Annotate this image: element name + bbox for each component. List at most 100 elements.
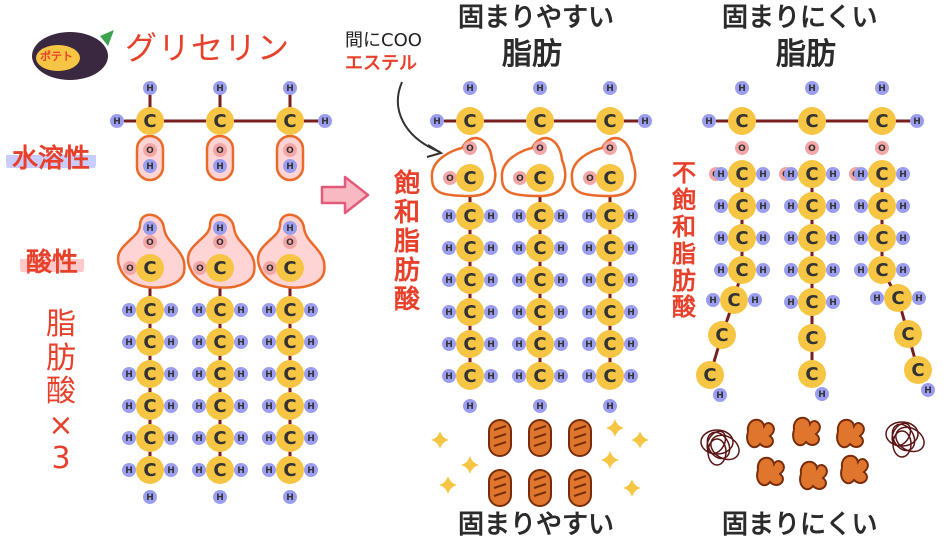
carbon-atom: C bbox=[136, 456, 164, 484]
carbon-atom: C bbox=[276, 296, 304, 324]
hydrogen-atom: H bbox=[854, 231, 868, 245]
carbon-atom: C bbox=[596, 362, 624, 390]
solid-fat-icon bbox=[568, 419, 592, 457]
svg-text:H: H bbox=[125, 370, 133, 380]
carbon-atom: C bbox=[276, 456, 304, 484]
svg-text:O: O bbox=[466, 144, 474, 154]
solid-fat-icon bbox=[488, 419, 512, 457]
svg-text:H: H bbox=[857, 234, 865, 244]
hydrogen-atom: H bbox=[304, 367, 318, 381]
oxygen-atom: O bbox=[583, 171, 597, 185]
hydrogen-atom: H bbox=[714, 199, 728, 213]
carbon-atom: C bbox=[596, 266, 624, 294]
svg-text:H: H bbox=[167, 466, 175, 476]
carbon-atom: C bbox=[456, 266, 484, 294]
svg-text:H: H bbox=[873, 294, 881, 304]
svg-text:C: C bbox=[735, 260, 748, 281]
carbon-atom: C bbox=[526, 164, 554, 192]
svg-text:H: H bbox=[167, 402, 175, 412]
carbon-atom: C bbox=[596, 164, 624, 192]
svg-text:H: H bbox=[237, 402, 245, 412]
hydrogen-atom: H bbox=[714, 167, 728, 181]
svg-text:O: O bbox=[516, 174, 524, 184]
svg-text:H: H bbox=[445, 212, 453, 222]
svg-text:C: C bbox=[213, 111, 226, 132]
water-soluble-label: 水溶性 bbox=[6, 146, 97, 172]
hydrogen-atom: H bbox=[624, 337, 638, 351]
hydrogen-atom: H bbox=[262, 335, 276, 349]
hydrogen-atom: H bbox=[714, 231, 728, 245]
hydrogen-atom: H bbox=[484, 241, 498, 255]
hydrogen-atom: H bbox=[430, 114, 444, 128]
svg-text:H: H bbox=[113, 117, 121, 127]
carbon-atom: C bbox=[206, 360, 234, 388]
svg-text:C: C bbox=[463, 270, 476, 291]
svg-text:H: H bbox=[216, 84, 224, 94]
svg-text:C: C bbox=[213, 332, 226, 353]
svg-text:C: C bbox=[283, 396, 296, 417]
hydrogen-atom: H bbox=[164, 367, 178, 381]
carbon-atom: C bbox=[798, 224, 826, 252]
svg-text:C: C bbox=[603, 270, 616, 291]
svg-text:H: H bbox=[557, 212, 565, 222]
svg-text:H: H bbox=[627, 372, 635, 382]
svg-text:H: H bbox=[466, 402, 474, 412]
hydrogen-atom: H bbox=[234, 399, 248, 413]
svg-text:H: H bbox=[195, 434, 203, 444]
carbon-atom: C bbox=[276, 392, 304, 420]
hydrogen-atom: H bbox=[896, 167, 910, 181]
carbon-atom: C bbox=[708, 321, 736, 349]
carbon-atom: C bbox=[456, 234, 484, 262]
svg-text:C: C bbox=[533, 111, 546, 132]
carbon-atom: C bbox=[798, 107, 826, 135]
hydrogen-atom: H bbox=[283, 490, 297, 504]
svg-text:C: C bbox=[283, 364, 296, 385]
svg-text:H: H bbox=[445, 244, 453, 254]
hydrogen-atom: H bbox=[110, 114, 124, 128]
svg-text:H: H bbox=[913, 117, 921, 127]
svg-text:H: H bbox=[445, 340, 453, 350]
svg-text:C: C bbox=[463, 111, 476, 132]
svg-text:H: H bbox=[265, 370, 273, 380]
svg-text:H: H bbox=[515, 244, 523, 254]
hydrogen-atom: H bbox=[854, 263, 868, 277]
right-title-line1: 固まりにくい bbox=[722, 3, 878, 33]
sparkle-icon bbox=[461, 456, 479, 474]
hydrogen-atom: H bbox=[870, 291, 884, 305]
carbon-atom: C bbox=[720, 286, 748, 314]
svg-text:H: H bbox=[829, 266, 837, 276]
svg-text:C: C bbox=[213, 364, 226, 385]
svg-text:H: H bbox=[125, 402, 133, 412]
svg-text:H: H bbox=[585, 372, 593, 382]
svg-text:H: H bbox=[585, 276, 593, 286]
svg-text:C: C bbox=[283, 111, 296, 132]
hydrogen-atom: H bbox=[735, 81, 749, 95]
carbon-atom: C bbox=[904, 356, 932, 384]
hydrogen-atom: H bbox=[164, 303, 178, 317]
svg-text:H: H bbox=[627, 308, 635, 318]
carbon-atom: C bbox=[728, 192, 756, 220]
svg-text:C: C bbox=[213, 300, 226, 321]
svg-text:H: H bbox=[787, 202, 795, 212]
svg-text:C: C bbox=[875, 228, 888, 249]
hydrogen-atom: H bbox=[192, 335, 206, 349]
svg-text:O: O bbox=[286, 146, 294, 156]
hydrogen-atom: H bbox=[234, 303, 248, 317]
hydrogen-atom: H bbox=[512, 369, 526, 383]
svg-text:H: H bbox=[195, 338, 203, 348]
carbon-atom: C bbox=[596, 330, 624, 358]
carbon-atom: C bbox=[798, 192, 826, 220]
carbon-atom: C bbox=[728, 160, 756, 188]
hydrogen-atom: H bbox=[910, 114, 924, 128]
hydrogen-atom: H bbox=[533, 81, 547, 95]
hydrogen-atom: H bbox=[784, 231, 798, 245]
hydrogen-atom: H bbox=[603, 399, 617, 413]
svg-text:H: H bbox=[557, 308, 565, 318]
svg-text:C: C bbox=[283, 460, 296, 481]
svg-text:H: H bbox=[487, 308, 495, 318]
svg-text:C: C bbox=[703, 365, 716, 386]
hydrogen-atom: H bbox=[554, 369, 568, 383]
carbon-atom: C bbox=[728, 224, 756, 252]
svg-text:H: H bbox=[915, 294, 923, 304]
hydrogen-atom: H bbox=[304, 463, 318, 477]
